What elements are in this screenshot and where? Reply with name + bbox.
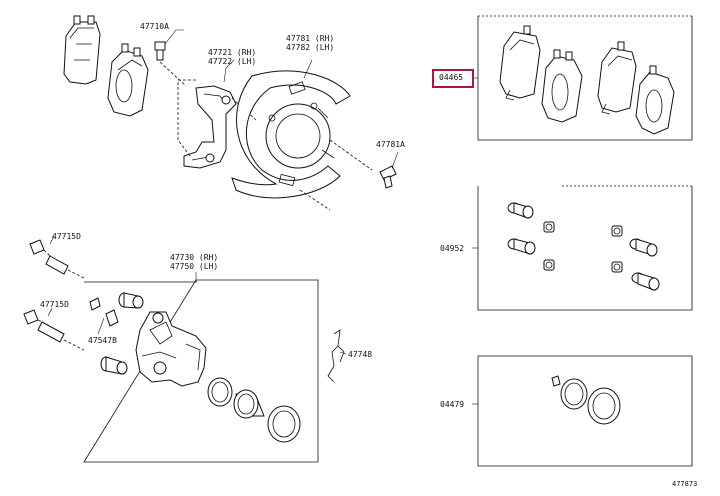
pad-kit-pad-3[interactable] (597, 41, 637, 115)
bushing-kit-item-2[interactable] (543, 221, 555, 233)
bolt-47781A[interactable] (379, 165, 397, 189)
label-47547B[interactable]: 47547B (88, 336, 117, 345)
bolt-47710A[interactable] (154, 29, 184, 61)
seal-kit-bleeder[interactable] (551, 375, 561, 387)
label-47710A[interactable]: 47710A (140, 22, 169, 31)
label-47750[interactable]: 47750 (LH) (170, 262, 219, 271)
bushing-kit-item-1[interactable] (507, 202, 534, 219)
seal-kit-box (477, 355, 693, 467)
label-47715D-upper[interactable]: 47715D (52, 232, 81, 241)
label-47715D-lower[interactable]: 47715D (40, 300, 69, 309)
label-04479[interactable]: 04479 (440, 400, 465, 409)
bushing-kit-item-8[interactable] (631, 272, 660, 291)
piston[interactable] (233, 389, 265, 419)
label-47782[interactable]: 47782 (LH) (286, 43, 335, 52)
brake-pad-left-1[interactable] (63, 15, 101, 85)
piston-boot[interactable] (267, 405, 301, 443)
pad-spring-clip-47748[interactable] (327, 329, 345, 383)
brake-pad-left-2[interactable] (107, 43, 149, 117)
pad-kit-pad-2[interactable] (541, 49, 583, 123)
figure-code: 477873 (672, 480, 698, 488)
bleeder-plug-47547B[interactable] (89, 297, 119, 327)
guide-pin-47715D-upper[interactable] (29, 239, 69, 275)
guide-pin-47715D-lower[interactable] (23, 309, 65, 343)
pad-kit-pad-1[interactable] (499, 25, 541, 101)
bushing-upper[interactable] (118, 292, 144, 309)
caliper-body[interactable] (135, 311, 207, 387)
highlight-04465 (432, 69, 474, 88)
label-47721[interactable]: 47721 (RH) (208, 48, 257, 57)
label-47781A[interactable]: 47781A (376, 140, 405, 149)
label-04465[interactable]: 04465 (439, 73, 464, 82)
label-47722[interactable]: 47722 (LH) (208, 57, 257, 66)
label-04952[interactable]: 04952 (440, 244, 465, 253)
piston-seal-ring[interactable] (207, 377, 233, 407)
label-47781[interactable]: 47781 (RH) (286, 34, 335, 43)
bushing-kit-item-4[interactable] (543, 259, 555, 271)
bushing-kit-item-5[interactable] (611, 225, 623, 237)
label-47748[interactable]: 47748 (348, 350, 373, 359)
bushing-kit-item-3[interactable] (507, 238, 536, 255)
bushing-lower[interactable] (100, 356, 128, 375)
seal-kit-ring[interactable] (560, 378, 588, 410)
pad-kit-pad-4[interactable] (635, 65, 675, 135)
bushing-kit-item-7[interactable] (611, 261, 623, 273)
label-47730[interactable]: 47730 (RH) (170, 253, 219, 262)
bushing-kit-item-6[interactable] (629, 238, 658, 257)
seal-kit-boot[interactable] (587, 387, 621, 425)
dust-shield-backing-plate[interactable] (231, 70, 351, 199)
caliper-mounting-bracket[interactable] (183, 85, 237, 169)
